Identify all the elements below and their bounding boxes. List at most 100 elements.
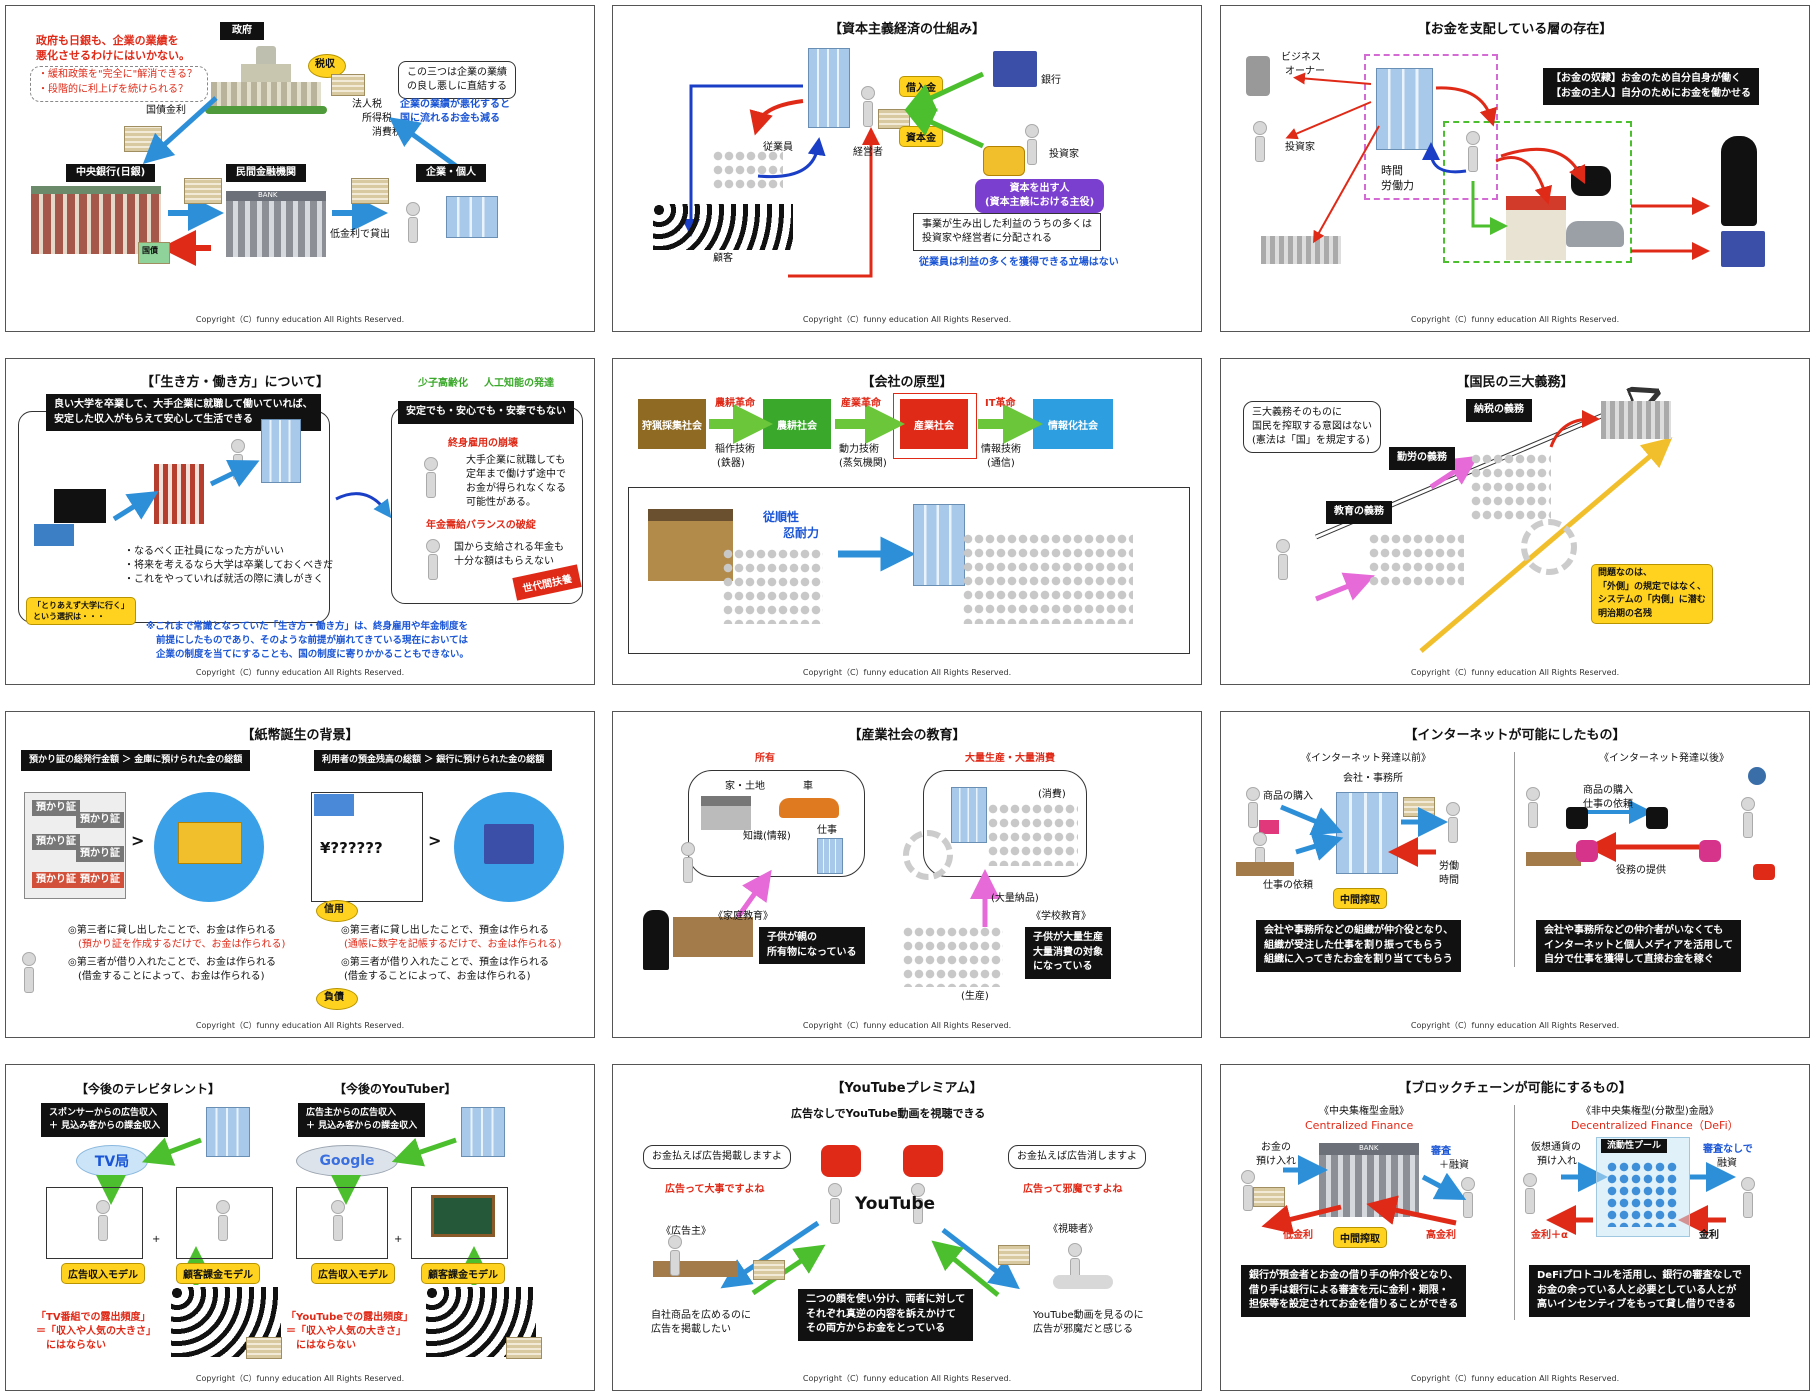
box1-line: 組織が受注した仕事を割り振ってもらう [1264,939,1443,951]
money-icon [331,74,365,96]
bank-icon [484,824,534,864]
dark1-line: 安定した収入がもらえて安心して生活できる [54,413,253,425]
career-arrows [112,460,392,522]
viewer-desc: YouTube動画を見るのに [1033,1310,1144,1321]
worker-zone [1443,121,1632,263]
gear-icon [903,830,953,880]
not-stable-box: 安定でも・安心でも・安泰でもない [398,401,574,424]
dark-line: 【お金の主人】自分のためにお金を働かせる [1551,87,1751,99]
investor-label: 投資家 [1049,149,1079,160]
youtube-icon [1753,864,1775,880]
middle-exploit-tag: 中間搾取 [1333,1227,1387,1248]
bank-building-icon [226,191,326,257]
elderly-figure [426,539,440,580]
ownership-bubble [688,770,865,877]
buyer-figure [1246,787,1260,828]
copyright: Copyright（C）funny education All Rights R… [1410,1374,1620,1383]
panel-title: 【YouTubeプレミアム】 [831,1081,983,1096]
stage-industrial: 産業社会 [900,399,968,449]
copyright: Copyright（C）funny education All Rights R… [802,668,1012,677]
cert-explain: ◎第三者に貸し出したことで、お金は作られる [68,925,277,936]
after-box: 会社や事務所などの仲介者がいなくても インターネットと個人メディアを活用して 自… [1536,920,1741,972]
tv-icon [54,489,106,523]
panel-title: 【ブロックチェーンが可能にするもの】 [1398,1081,1632,1096]
tv-note: 「TV番組での露出頻度」 [36,1312,151,1323]
profit-line: 投資家や経営者に分配される [922,233,1052,244]
remove-offer-bubble: お金払えば広告消しますよ [1008,1145,1146,1169]
x-logo-icon [1566,807,1588,829]
consumer-crowd [988,804,1078,866]
house-icon [701,796,751,830]
label-central: 中央銀行(日銀) [66,164,156,182]
owner-zone [1364,54,1498,200]
constitution-bubble: 三大義務そのものに 国民を搾取する意図はない (憲法は「国」を規定する) [1243,401,1381,453]
falling-figure [424,457,438,498]
youtuber-figure [331,1200,345,1241]
purple-line: (資本主義における主役) [985,197,1095,208]
wordpress-icon [1748,767,1766,785]
belief-item: ・これをやっていれば就活の際に潰しがきく [124,574,324,585]
risk-line: 定年まで働けず途中で [466,469,566,480]
pay-model-tag: 顧客課金モデル [421,1263,505,1284]
yt-note: にはならない [296,1340,356,1351]
bank-icon [993,51,1037,87]
conclusion-line: ※これまで常識となっていた「生き方・働き方」は、終身雇用や年金制度を [146,621,468,632]
panel-banknote-origin: 【紙幣誕生の背景】 預かり証の総発行金額 ＞ 金庫に預けられた金の総額 利用者の… [5,711,595,1038]
cefi-heading: 《中央集権型金融》 [1319,1106,1409,1117]
factory-icon [648,509,733,581]
box2-line: 会社や事務所などの仲介者がいなくても [1544,925,1724,936]
google-badge: Google [296,1145,398,1177]
slave-master-box: 【お金の奴隷】お金のため自分自身が働く 【お金の主人】自分のためにお金を働かせる [1543,68,1759,105]
advertiser-figure [668,1235,682,1276]
company-building-icon [261,419,301,483]
employee-label: 従業員 [763,142,793,153]
copyright: Copyright（C）funny education All Rights R… [802,1374,1012,1383]
plus-sign: + [152,1234,161,1245]
instagram-icon [1699,840,1721,862]
risk-line: 大手企業に就職しても [466,455,566,466]
talent-figure [216,1200,230,1241]
bank-label: 銀行 [1041,75,1061,86]
tax-type: 法人税 [352,99,382,110]
cert-card: 預かり証 [76,872,124,888]
lifetime-employment-heading: 終身雇用の崩壊 [448,438,518,449]
box2-line: 自分で仕事を獲得して直接お金を稼ぐ [1544,954,1714,965]
office-label: 会社・事務所 [1343,773,1403,784]
parent-figure [1276,539,1290,580]
diet-building-icon [205,46,327,116]
tax-type: 消費税 [372,127,402,138]
middle-exploit-tag: 中間搾取 [1333,888,1387,909]
investor-figure [1253,121,1267,162]
pension-heading: 年金需給バランスの破綻 [426,520,536,531]
tax-type: 所得税 [362,113,392,124]
advertiser-desc: 広告を掲載したい [651,1324,731,1335]
service-label: 役務の提供 [1616,865,1666,876]
pool-label: 流動性プール [1601,1139,1668,1154]
yt-revenue-box: 広告主からの広告収入 ＋ 見込み客からの課金収入 [298,1103,426,1138]
stage-arrows [709,404,1043,572]
meeting-table-icon [713,151,783,191]
bank-sign: BANK [258,191,278,199]
panel-company-origin: 【会社の原型】 狩猟採集社会 農耕社会 産業社会 情報化社会 農耕革命 産業革命… [612,358,1202,685]
youtube-figure [911,1183,925,1224]
money-icon [184,178,222,204]
university-bubble: 「とりあえず大学に行く」 という選択は・・・ [26,597,136,626]
school-edu-box: 子供が大量生産 大量消費の対象 になっている [1025,927,1111,979]
bubble-line: (憲法は「国」を規定する) [1252,435,1370,446]
advertiser-desc: 自社商品を広めるのに [651,1310,751,1321]
box2-line: インターネットと個人メディアを活用して [1544,939,1733,951]
copyright: Copyright（C）funny education All Rights R… [1410,1021,1620,1030]
capital-provider-badge: 資本を出す人 (資本主義における主役) [975,179,1105,213]
company-building-icon [951,787,987,843]
box-line: その両方からお金をとっている [806,1323,946,1334]
tag-aging: 少子高齢化 [418,378,468,389]
debt-label: 負債 [324,992,344,1003]
cert-card: 預かり証 [32,834,80,850]
company-building-icon [913,504,965,586]
yen-amount: ¥?????? [320,839,383,857]
viewer-label: 《視聴者》 [1048,1224,1098,1235]
desk-icon [1526,852,1581,866]
stage-info: 情報化社会 [1033,399,1113,449]
panel-blockchain: 【ブロックチェーンが可能にするもの】 《中央集権型金融》 Centralized… [1220,1064,1810,1391]
before-heading: 《インターネット発達以前》 [1301,753,1431,764]
